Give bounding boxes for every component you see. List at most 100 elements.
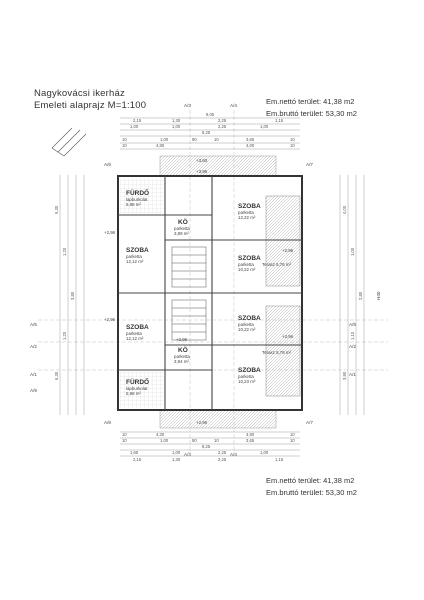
axis-label-a8: A/8 <box>104 420 111 425</box>
dim-bot-r4-3: 1,00 <box>260 450 269 455</box>
stair-icon <box>171 246 207 341</box>
room-ko-top-name: KÖ <box>178 217 188 226</box>
dim-top-r5-3: 10 <box>290 143 295 148</box>
room-furdo-top-area: 5,98 m² <box>126 202 141 207</box>
dim-bot-r5-0: 2,15 <box>133 457 142 462</box>
level-l1: +2,96 <box>104 230 116 235</box>
dim-top-total: 9,05 <box>206 112 215 117</box>
dim-right-3: 1,10 <box>350 331 355 340</box>
gross-area-top: Em.bruttó terület: 53,30 m2 <box>266 109 357 118</box>
level-l3: +2,96 <box>282 248 294 253</box>
axis-label-a1: A/1 <box>30 372 37 377</box>
room-szoba-r2-floor: parketta <box>238 322 254 327</box>
dimension-lines-top <box>120 117 300 150</box>
dim-top-r2-1: 1,00 <box>172 124 181 129</box>
axis-label-a7-bottom: A/7 <box>306 420 313 425</box>
dim-top-r1-3: 1,15 <box>275 118 284 123</box>
room-szoba-br-floor: parketta <box>238 374 254 379</box>
interior-walls <box>118 176 302 410</box>
dim-right-4: 3,90 <box>342 371 347 380</box>
dim-bot-r2-5: 10 <box>290 438 295 443</box>
roof-hatch-bottom <box>159 409 277 429</box>
dim-top-r2-2: 2,25 <box>218 124 227 129</box>
axis-label-a2: A/2 <box>30 344 37 349</box>
net-area-top: Em.nettó terület: 41,38 m2 <box>266 97 355 106</box>
dim-right-1: 1,00 <box>350 247 355 256</box>
dim-top-r1-1: 1,30 <box>172 118 181 123</box>
axis-label-a1-right: A/1 <box>349 372 356 377</box>
room-ko-top-area: 3,89 m² <box>174 231 189 236</box>
dim-bot-r1-3: 10 <box>290 432 295 437</box>
dim-top-r1-0: 2,15 <box>133 118 142 123</box>
room-szoba-tr-floor: parketta <box>238 210 254 215</box>
room-szoba-r2-name: SZOBA <box>238 315 261 322</box>
dim-top-r5-1: 4,80 <box>156 143 165 148</box>
room-szoba-br-name: SZOBA <box>238 367 261 374</box>
dim-bot-r5-2: 2,25 <box>218 457 227 462</box>
axis-label-a3-top: A/3 <box>184 103 191 108</box>
dim-bot-r5-3: 1,15 <box>275 457 284 462</box>
roof-hatch-top <box>159 155 277 177</box>
room-szoba-tr-area: 12,22 m² <box>238 215 256 220</box>
level-l8: +2,96 <box>196 420 208 425</box>
dim-top-r4-4: 3,65 <box>246 137 255 142</box>
dim-bot-r2-1: 1,00 <box>160 438 169 443</box>
level-l7: +3,96 <box>196 169 208 174</box>
axis-label-a4-top: A/4 <box>230 103 237 108</box>
dim-left-4: 6,30 <box>54 371 59 380</box>
axis-label-a4-bottom: A/4 <box>230 452 237 457</box>
level-l4: +2,96 <box>282 334 294 339</box>
dim-top-r2-3: 1,00 <box>260 124 269 129</box>
dim-bot-r2-3: 10 <box>214 438 219 443</box>
dim-bot-r3-0: 8,25 <box>202 444 211 449</box>
axis-label-h40: H40 <box>376 291 381 300</box>
terrace-bottom <box>265 305 301 397</box>
level-l2: +2,96 <box>104 317 116 322</box>
dim-top-r1-2: 2,25 <box>218 118 227 123</box>
axis-label-a5-right: A/5 <box>349 322 356 327</box>
room-szoba-ml-name: SZOBA <box>126 247 149 254</box>
room-furdo-bot-name: FÜRDŐ <box>126 377 149 386</box>
room-szoba-ml-area: 12,12 m² <box>126 259 144 264</box>
dim-bot-r2-0: 10 <box>122 438 127 443</box>
dim-right-0: 4,00 <box>342 205 347 214</box>
dim-bot-r5-1: 1,30 <box>172 457 181 462</box>
dim-top-r4-3: 10 <box>214 137 219 142</box>
room-szoba-mr-area: 10,22 m² <box>238 267 256 272</box>
dim-bot-r4-2: 2,25 <box>218 450 227 455</box>
gross-area-bottom: Em.bruttó terület: 53,30 m2 <box>266 488 357 497</box>
dim-bot-r4-1: 1,00 <box>172 450 181 455</box>
dim-bot-r2-2: 90 <box>192 438 197 443</box>
room-ko-bot-floor: parketta <box>174 354 190 359</box>
dim-bot-r4-0: 1,65 <box>130 450 139 455</box>
dim-left-2: 3,80 <box>70 291 75 300</box>
room-furdo-top-name: FÜRDŐ <box>126 188 149 197</box>
bath-tiles-top <box>120 178 164 214</box>
room-szoba-l2-name: SZOBA <box>126 324 149 331</box>
level-l6: +3,60 <box>196 158 208 163</box>
dimension-lines-sides <box>59 175 365 415</box>
dim-top-r4-5: 10 <box>290 137 295 142</box>
dim-top-r4-0: 10 <box>122 137 127 142</box>
room-ko-top-floor: parketta <box>174 226 190 231</box>
room-szoba-tr-name: SZOBA <box>238 203 261 210</box>
terrace-bottom-label: Terasz 5,76 m² <box>262 350 292 355</box>
axis-label-a5: A/5 <box>30 322 37 327</box>
dim-bot-r1-1: 4,30 <box>156 432 165 437</box>
dim-right-2: 2,80 <box>358 291 363 300</box>
level-l5: +2,96 <box>176 337 188 342</box>
room-szoba-l2-area: 12,12 m² <box>126 336 144 341</box>
room-ko-bot-area: 3,94 m² <box>174 359 189 364</box>
room-szoba-r2-area: 10,22 m² <box>238 327 256 332</box>
room-furdo-top-floor: lapburkolat <box>126 197 148 202</box>
room-szoba-ml-floor: parketta <box>126 254 142 259</box>
dim-bot-r2-4: 3,65 <box>246 438 255 443</box>
plan-subtitle: Emeleti alaprajz M=1:100 <box>34 100 147 111</box>
axis-label-a3-bottom: A/3 <box>184 452 191 457</box>
dim-top-r2-0: 1,00 <box>130 124 139 129</box>
plan-title: Nagykovácsi ikerház <box>34 88 125 99</box>
room-szoba-mr-name: SZOBA <box>238 255 261 262</box>
dim-top-r4-1: 1,00 <box>160 137 169 142</box>
axis-label-a6: A/6 <box>104 162 111 167</box>
level-markers: +2,96 +2,96 +2,96 +2,96 +2,96 +3,60 +3,9… <box>104 158 294 425</box>
